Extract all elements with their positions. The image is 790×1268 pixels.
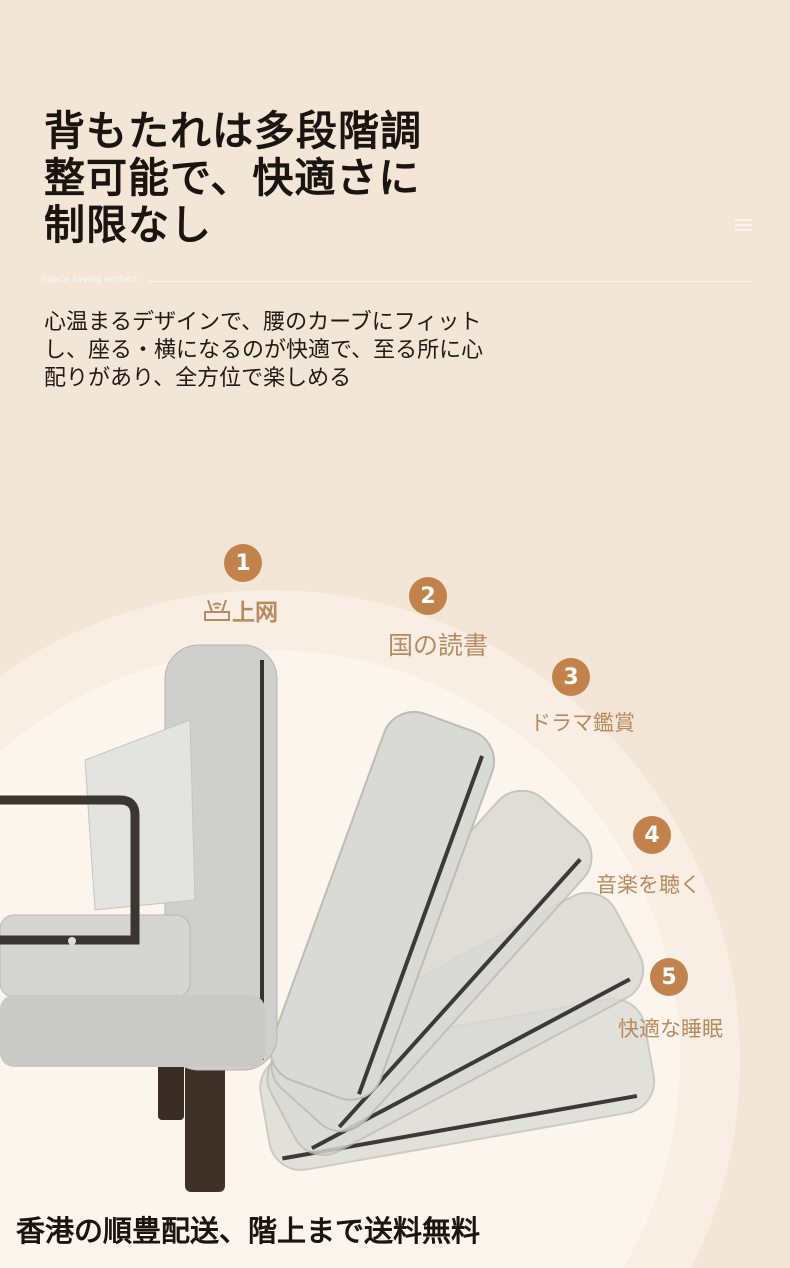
divider xyxy=(148,281,752,282)
router-icon xyxy=(204,599,230,621)
tagline: Space saving artifact xyxy=(42,275,138,285)
mode-label-5: 快適な睡眠 xyxy=(618,1017,723,1041)
sofa-base xyxy=(0,995,265,1067)
mode-label-1: 上网 xyxy=(202,593,278,627)
headline-line: 制限なし xyxy=(44,201,212,249)
mode-label-4: 音楽を聴く xyxy=(596,873,701,897)
armrest-frame xyxy=(0,795,140,945)
mode-badge-3: 3 xyxy=(552,658,590,696)
description-line: 配りがあり、全方位で楽しめる xyxy=(44,366,352,391)
description-line: し、座る・横になるのが快適で、至る所に心 xyxy=(44,338,484,363)
mode-label-2: 国の読書 xyxy=(388,631,489,660)
mode-badge-1: 1 xyxy=(224,544,262,582)
mode-badge-5: 5 xyxy=(650,958,688,996)
mode-label-text: 上网 xyxy=(232,600,278,626)
sofa-leg-back xyxy=(158,1060,184,1120)
backrest-fan xyxy=(259,710,656,1171)
sofa-leg-front xyxy=(185,1060,225,1192)
pillow xyxy=(84,719,196,911)
mode-label-3: ドラマ鑑賞 xyxy=(530,711,635,735)
headline-line: 整可能で、快適さに xyxy=(44,154,421,202)
description-line: 心温まるデザインで、腰のカーブにフィット xyxy=(44,310,482,335)
headline: 背もたれは多段階調 整可能で、快適さに 制限なし xyxy=(44,108,422,249)
mode-badge-2: 2 xyxy=(409,577,447,615)
mode-badge-4: 4 xyxy=(633,816,671,854)
seat-cushion xyxy=(0,914,191,998)
menu-icon[interactable] xyxy=(735,219,752,231)
shipping-banner: 香港の順豊配送、階上まで送料無料 xyxy=(16,1214,481,1248)
description: 心温まるデザインで、腰のカーブにフィット し、座る・横になるのが快適で、至る所に… xyxy=(44,309,483,393)
headline-line: 背もたれは多段階調 xyxy=(44,107,422,155)
